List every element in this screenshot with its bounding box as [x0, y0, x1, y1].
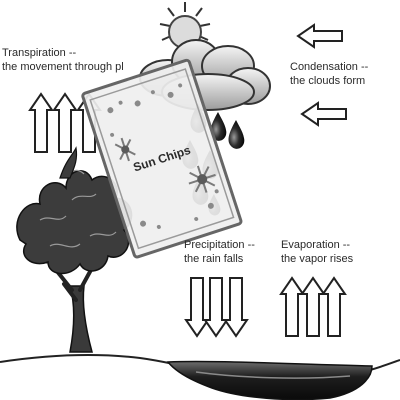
down-arrow-icon — [204, 277, 228, 337]
condensation-label: Condensation -- the clouds form — [290, 60, 368, 88]
evaporation-title: Evaporation -- — [281, 239, 351, 251]
up-arrow-icon — [322, 277, 346, 337]
up-arrow-icon — [301, 277, 325, 337]
condensation-title: Condensation -- — [290, 61, 369, 73]
tree-icon — [16, 146, 133, 353]
water-pool-icon — [166, 360, 373, 400]
transpiration-description: the movement through pl — [2, 61, 124, 73]
condensation-description: the clouds form — [290, 75, 366, 87]
evaporation-description: the vapor rises — [281, 253, 354, 265]
condensation-arrows — [296, 23, 347, 127]
transpiration-title: Transpiration -- — [2, 47, 77, 59]
evaporation-label: Evaporation -- the vapor rises — [281, 238, 353, 266]
up-arrow-icon — [29, 93, 53, 153]
down-arrow-icon — [185, 277, 209, 337]
down-arrow-icon — [224, 277, 248, 337]
snack-packet-icon: Sun Chips — [81, 58, 243, 259]
left-arrow-icon — [296, 23, 343, 49]
precipitation-description: the rain falls — [184, 253, 244, 265]
evaporation-arrows — [280, 277, 346, 337]
up-arrow-icon — [53, 93, 77, 153]
precipitation-arrows — [185, 277, 248, 337]
transpiration-label: Transpiration -- the movement through pl — [2, 46, 152, 74]
precipitation-title: Precipitation -- — [184, 239, 255, 251]
up-arrow-icon — [280, 277, 304, 337]
left-arrow-icon — [300, 101, 347, 127]
precipitation-label: Precipitation -- the rain falls — [184, 238, 255, 266]
